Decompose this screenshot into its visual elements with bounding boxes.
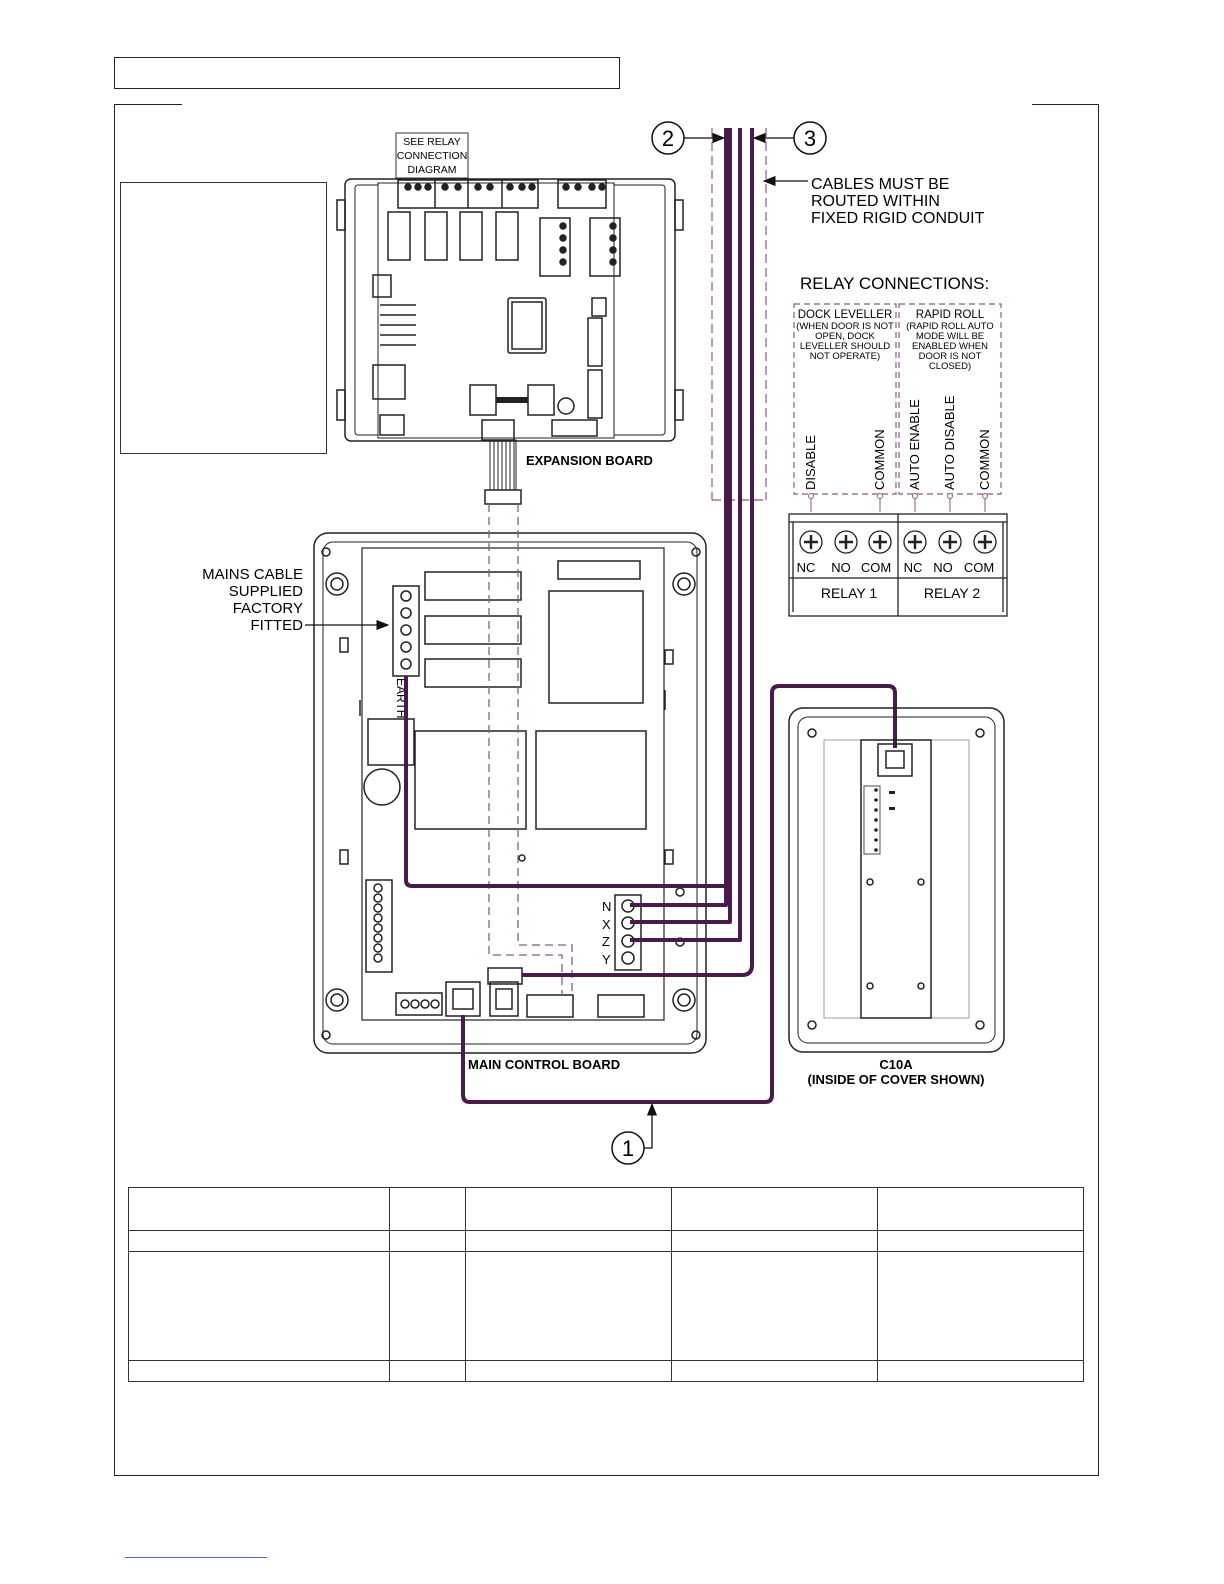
table-row <box>128 1187 1084 1231</box>
svg-text:2: 2 <box>662 126 674 151</box>
footer-link-underline[interactable] <box>125 1557 267 1558</box>
svg-text:CONNECTION: CONNECTION <box>397 150 468 162</box>
main-control-board <box>313 532 707 1054</box>
svg-text:DISABLE: DISABLE <box>803 435 818 490</box>
svg-text:COMMON: COMMON <box>977 429 992 490</box>
conduit <box>711 128 767 501</box>
svg-text:CLOSED): CLOSED) <box>929 361 971 372</box>
svg-text:3: 3 <box>804 126 816 151</box>
svg-text:RELAY 2: RELAY 2 <box>924 585 981 601</box>
svg-text:NC: NC <box>797 560 816 575</box>
c10a-label: C10A (INSIDE OF COVER SHOWN) <box>808 1057 985 1087</box>
svg-text:CABLES MUST BE: CABLES MUST BE <box>811 176 949 193</box>
svg-text:NOT OPERATE): NOT OPERATE) <box>810 351 880 362</box>
title-box <box>114 57 620 89</box>
frame-gap <box>182 101 1032 107</box>
parts-table <box>128 1187 1084 1382</box>
table-row <box>128 1230 1084 1252</box>
svg-text:SUPPLIED: SUPPLIED <box>229 583 303 600</box>
svg-text:COMMON: COMMON <box>872 429 887 490</box>
relay-terminal-labels: NC NO COM NC NO COM RELAY 1 RELAY 2 <box>797 560 995 601</box>
svg-text:(RAPID ROLL AUTO: (RAPID ROLL AUTO <box>906 321 994 332</box>
svg-text:FITTED: FITTED <box>251 617 304 634</box>
callout-3: 3 <box>752 121 827 155</box>
svg-text:OPEN, DOCK: OPEN, DOCK <box>815 331 875 342</box>
dock-leveller-note: DOCK LEVELLER (WHEN DOOR IS NOT OPEN, DO… <box>796 309 894 362</box>
svg-text:DOCK LEVELLER: DOCK LEVELLER <box>798 309 893 321</box>
callout-1: 1 <box>611 1102 658 1165</box>
svg-text:(INSIDE OF COVER SHOWN): (INSIDE OF COVER SHOWN) <box>808 1072 985 1087</box>
svg-text:NC: NC <box>904 560 923 575</box>
table-row <box>128 1251 1084 1361</box>
relay-connections-title: RELAY CONNECTIONS: <box>800 274 989 293</box>
svg-text:NO: NO <box>933 560 953 575</box>
svg-text:1: 1 <box>622 1136 634 1161</box>
svg-text:MAINS CABLE: MAINS CABLE <box>202 566 303 583</box>
side-note-box <box>120 182 327 454</box>
table-row <box>128 1360 1084 1382</box>
svg-text:RELAY 1: RELAY 1 <box>821 585 878 601</box>
relay-wire-labels: DISABLE COMMON AUTO ENABLE AUTO DISABLE … <box>803 395 992 490</box>
main-control-board-label: MAIN CONTROL BOARD <box>468 1057 620 1072</box>
expansion-board-label: EXPANSION BOARD <box>526 453 653 468</box>
svg-text:FIXED RIGID CONDUIT: FIXED RIGID CONDUIT <box>811 210 985 227</box>
see-relay-label: SEE RELAY CONNECTION DIAGRAM <box>395 132 469 179</box>
svg-text:COM: COM <box>861 560 891 575</box>
svg-text:FACTORY: FACTORY <box>233 600 303 617</box>
rapid-roll-note: RAPID ROLL (RAPID ROLL AUTO MODE WILL BE… <box>906 309 994 372</box>
svg-text:DOOR IS NOT: DOOR IS NOT <box>919 351 982 362</box>
svg-text:NO: NO <box>831 560 851 575</box>
cables <box>404 128 897 1104</box>
svg-text:DIAGRAM: DIAGRAM <box>407 164 456 176</box>
dashed-ribbon-route <box>488 504 573 995</box>
svg-text:(WHEN DOOR IS NOT: (WHEN DOOR IS NOT <box>796 321 894 332</box>
svg-text:Y: Y <box>602 952 611 967</box>
svg-text:RAPID ROLL: RAPID ROLL <box>916 309 985 321</box>
svg-text:LEVELLER SHOULD: LEVELLER SHOULD <box>800 341 890 352</box>
svg-text:ROUTED WITHIN: ROUTED WITHIN <box>811 193 940 210</box>
svg-text:X: X <box>602 917 611 932</box>
svg-text:C10A: C10A <box>879 1057 913 1072</box>
callout-2: 2 <box>651 121 726 155</box>
svg-text:MODE WILL BE: MODE WILL BE <box>916 331 984 342</box>
ribbon-cable <box>484 439 522 505</box>
conduit-note: CABLES MUST BE ROUTED WITHIN FIXED RIGID… <box>762 175 985 227</box>
mains-cable-label: MAINS CABLE SUPPLIED FACTORY FITTED <box>202 566 303 634</box>
svg-text:ENABLED WHEN: ENABLED WHEN <box>912 341 988 352</box>
nxzy-labels: N X Z Y <box>602 899 611 967</box>
c10a-enclosure <box>788 707 1005 1053</box>
svg-text:AUTO ENABLE: AUTO ENABLE <box>907 399 922 490</box>
svg-text:SEE RELAY: SEE RELAY <box>403 136 461 148</box>
relay-terminal-block <box>788 513 1008 617</box>
svg-text:AUTO DISABLE: AUTO DISABLE <box>942 395 957 490</box>
svg-text:Z: Z <box>602 934 610 949</box>
relay-wire-ends <box>808 493 988 512</box>
expansion-board <box>336 178 684 442</box>
svg-text:COM: COM <box>964 560 994 575</box>
svg-text:N: N <box>602 899 611 914</box>
